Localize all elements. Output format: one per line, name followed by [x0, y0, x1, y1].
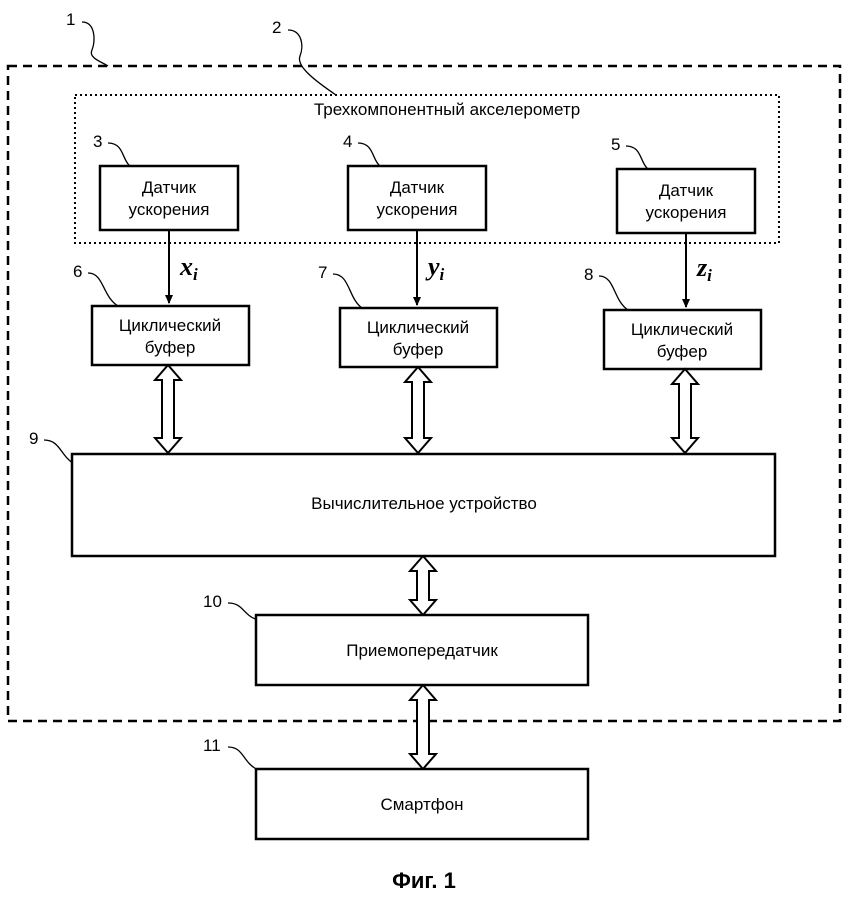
bus-arrow-computer-transceiver: [410, 556, 436, 615]
ref-number-9: 9: [29, 429, 38, 448]
ref-number-1: 1: [66, 10, 75, 29]
ref-number-2: 2: [272, 18, 281, 37]
sensor-z-block: Датчик ускорения: [617, 169, 755, 233]
ref-number-4: 4: [343, 132, 352, 151]
sensor-z-label-line2: ускорения: [646, 203, 727, 222]
sensor-y-label-line2: ускорения: [377, 200, 458, 219]
bus-arrow-buffer-y-computer: [405, 367, 431, 453]
buffer-z-label-line1: Циклический: [631, 320, 733, 339]
accelerometer-title: Трехкомпонентный акселерометр: [314, 100, 580, 119]
signal-y-label: yi: [425, 252, 445, 284]
sensor-x-label-line2: ускорения: [129, 200, 210, 219]
ref-number-10: 10: [203, 592, 222, 611]
buffer-y-label-line1: Циклический: [367, 318, 469, 337]
bus-arrow-buffer-z-computer: [672, 369, 698, 453]
sensor-z-label-line1: Датчик: [659, 181, 714, 200]
smartphone-block: Смартфон: [256, 769, 588, 839]
sensor-x-label-line1: Датчик: [142, 178, 197, 197]
transceiver-label: Приемопередатчик: [346, 641, 498, 660]
bus-arrow-buffer-x-computer: [155, 365, 181, 453]
buffer-x-label-line1: Циклический: [119, 316, 221, 335]
signal-x-label: xi: [179, 252, 198, 284]
signal-z-label: zi: [696, 253, 712, 285]
ref-number-5: 5: [611, 135, 620, 154]
buffer-z-label-line2: буфер: [657, 342, 708, 361]
sensor-x-block: Датчик ускорения: [100, 166, 238, 230]
ref-number-3: 3: [93, 132, 102, 151]
buffer-x-label-line2: буфер: [145, 338, 196, 357]
sensor-y-block: Датчик ускорения: [348, 166, 486, 230]
computer-block: Вычислительное устройство: [72, 454, 775, 556]
smartphone-label: Смартфон: [380, 795, 463, 814]
computer-label: Вычислительное устройство: [311, 494, 537, 513]
bus-arrow-transceiver-smartphone: [410, 685, 436, 769]
figure-caption: Фиг. 1: [392, 868, 456, 893]
transceiver-block: Приемопередатчик: [256, 615, 588, 685]
ref-number-8: 8: [584, 265, 593, 284]
ref-number-6: 6: [73, 262, 82, 281]
sensor-y-label-line1: Датчик: [390, 178, 445, 197]
ref-number-11: 11: [203, 736, 221, 755]
buffer-x-block: Циклический буфер: [92, 306, 249, 365]
buffer-y-block: Циклический буфер: [340, 308, 497, 367]
buffer-y-label-line2: буфер: [393, 340, 444, 359]
ref-number-7: 7: [318, 263, 327, 282]
buffer-z-block: Циклический буфер: [604, 310, 761, 369]
